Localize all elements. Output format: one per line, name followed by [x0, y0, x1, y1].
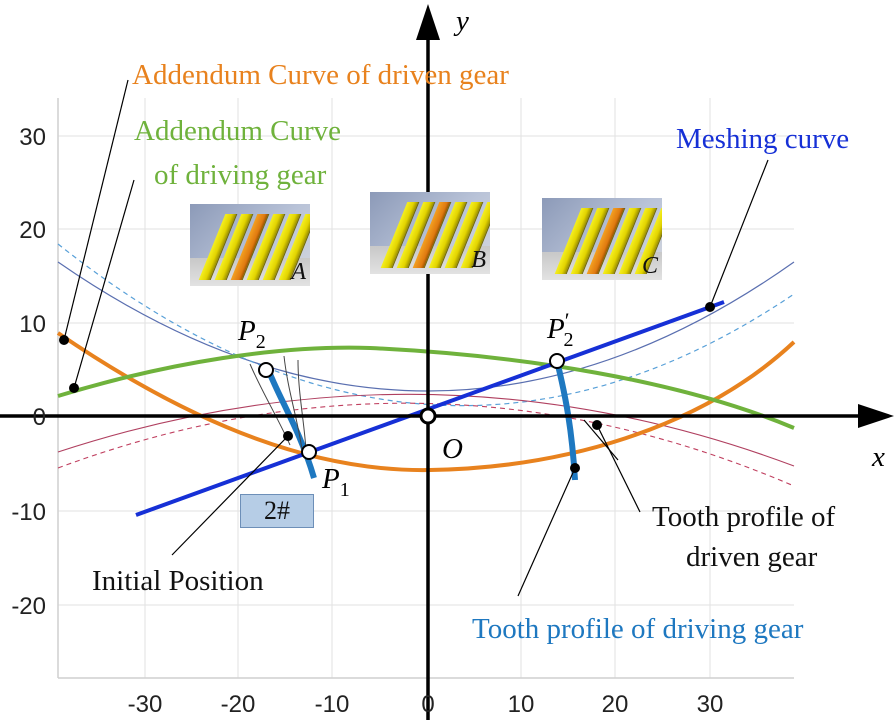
grid [58, 98, 794, 678]
y-tick-10: 10 [19, 311, 46, 338]
driving-addendum-curve [57, 345, 795, 430]
y-tick-30: 30 [19, 124, 46, 151]
leader-lines [63, 79, 769, 597]
y-tick-0: 0 [33, 404, 46, 431]
gear-inset-a: A [190, 204, 310, 286]
y-tick-labels: 30 20 10 0 -10 -20 [11, 124, 46, 620]
origin-marker [419, 407, 437, 425]
y-tick-minus-20: -20 [11, 593, 46, 620]
y-tick-minus-10: -10 [11, 499, 46, 526]
x-tick-minus-10: -10 [315, 691, 350, 718]
driven-addendum-curve [56, 331, 796, 473]
gear-inset-c: C [542, 198, 662, 280]
y-axis-arrow [416, 4, 440, 40]
label-addendum-driving-line1: Addendum Curve [134, 115, 341, 147]
label-meshing-curve: Meshing curve [676, 123, 849, 155]
x-axis-label: x [871, 441, 885, 473]
x-tick-minus-20: -20 [221, 691, 256, 718]
x-tick-30: 30 [697, 691, 724, 718]
inset-letter-b: B [471, 247, 486, 273]
x-tick-10: 10 [508, 691, 535, 718]
y-axis-label: y [453, 5, 469, 37]
point-p1-marker [301, 444, 317, 460]
tooth-number-tag: 2# [240, 494, 314, 528]
label-tooth-driven-line2: driven gear [686, 541, 818, 573]
label-tooth-driving: Tooth profile of driving gear [472, 613, 804, 645]
x-tick-minus-30: -30 [128, 691, 163, 718]
x-tick-0: 0 [421, 691, 434, 718]
x-tick-labels: -30 -20 -10 0 10 20 30 [128, 691, 724, 718]
aux-curve-red-dashed [57, 402, 795, 487]
point-p2-prime-marker [549, 353, 565, 369]
label-p1: P1 [321, 463, 350, 501]
marker-dots [59, 302, 715, 473]
x-axis-arrow [858, 404, 894, 428]
x-tick-20: 20 [602, 691, 629, 718]
label-tooth-driven-line1: Tooth profile of [652, 501, 836, 533]
label-p2-prime: P′2 [546, 308, 574, 351]
inset-letter-c: C [641, 253, 658, 279]
label-addendum-driven: Addendum Curve of driven gear [132, 59, 509, 91]
gear-inset-b: B [370, 192, 490, 274]
label-initial-position: Initial Position [92, 565, 264, 597]
y-tick-20: 20 [19, 217, 46, 244]
origin-label: O [442, 433, 463, 465]
label-addendum-driving-line2: of driving gear [154, 159, 327, 191]
inset-letter-a: A [291, 259, 306, 285]
label-p2: P2 [237, 315, 266, 353]
point-p2-marker [258, 362, 274, 378]
